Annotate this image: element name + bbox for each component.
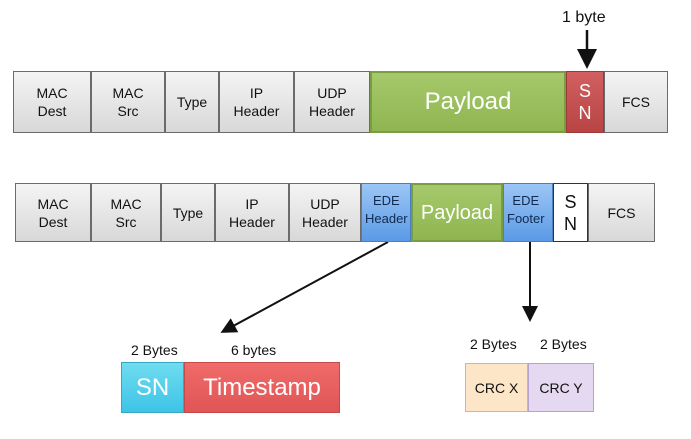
frame2-fcs: FCS bbox=[588, 183, 655, 242]
frame2-mac-src: MAC Src bbox=[91, 183, 161, 242]
crc-y-size-label: 2 Bytes bbox=[540, 336, 587, 352]
frame1-udp-header: UDP Header bbox=[294, 71, 370, 133]
header-expand-arrow bbox=[220, 241, 389, 333]
timestamp-size-label: 6 bytes bbox=[231, 342, 277, 358]
frame1-mac-src: MAC Src bbox=[91, 71, 165, 133]
frame2-type: Type bbox=[161, 183, 215, 242]
frame2-ip-header: IP Header bbox=[215, 183, 289, 242]
frame1-fcs: FCS bbox=[604, 71, 668, 133]
crc-x-size-label: 2 Bytes bbox=[470, 336, 517, 352]
detail-timestamp-field: Timestamp bbox=[184, 362, 340, 413]
frame1-type: Type bbox=[165, 71, 219, 133]
detail-crc-y-field: CRC Y bbox=[528, 363, 594, 412]
frame1-ip-header: IP Header bbox=[219, 71, 294, 133]
frame2-udp-header: UDP Header bbox=[289, 183, 361, 242]
sn-size-annotation: 1 byte bbox=[562, 9, 606, 26]
frame2-sn: S N bbox=[553, 183, 588, 242]
sn-size-label: 2 Bytes bbox=[131, 342, 178, 358]
frame2-ede-header: EDE Header bbox=[361, 183, 411, 242]
frame2-payload: Payload bbox=[411, 183, 503, 242]
frame1-sn: S N bbox=[566, 71, 604, 133]
frame2-mac-dest: MAC Dest bbox=[15, 183, 91, 242]
frame1-mac-dest: MAC Dest bbox=[13, 71, 91, 133]
frame2-ede-footer: EDE Footer bbox=[503, 183, 553, 242]
detail-sn-field: SN bbox=[121, 362, 184, 413]
detail-crc-x-field: CRC X bbox=[465, 363, 528, 412]
frame1-payload: Payload bbox=[370, 71, 566, 133]
